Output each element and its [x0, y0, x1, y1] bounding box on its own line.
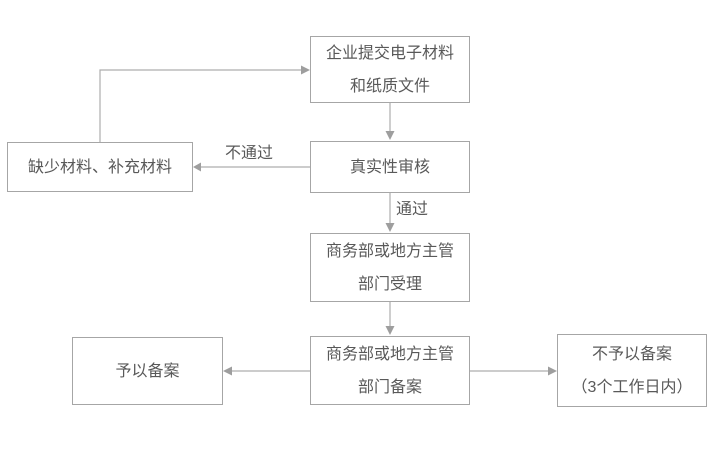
node-review-line1: 真实性审核 — [349, 158, 430, 176]
arrowhead-record-deny — [548, 366, 557, 376]
node-grant-filing: 予以备案 — [72, 337, 223, 405]
node-department-record: 商务部或地方主管 部门备案 — [310, 336, 470, 405]
arrowhead-record-grant — [223, 366, 232, 376]
arrowhead-review-accept — [385, 223, 395, 232]
node-accept-line1: 商务部或地方主管 — [325, 242, 454, 260]
arrowhead-submit-review — [385, 131, 395, 140]
node-submit-line2: 和纸质文件 — [349, 77, 430, 95]
edge-missing-submit — [99, 69, 301, 142]
node-deny-filing: 不予以备案 （3个工作日内） — [557, 334, 707, 407]
node-deny-line1: 不予以备案 — [591, 345, 672, 363]
arrowhead-accept-record — [385, 326, 395, 335]
node-record-line2: 部门备案 — [357, 378, 422, 396]
node-submit-line1: 企业提交电子材料 — [325, 44, 454, 62]
node-deny-line2: （3个工作日内） — [571, 378, 693, 396]
node-department-accept: 商务部或地方主管 部门受理 — [310, 233, 470, 302]
arrowhead-review-missing — [193, 162, 201, 172]
node-missing-line1: 缺少材料、补充材料 — [27, 158, 172, 176]
arrowhead-missing-submit — [301, 65, 310, 75]
node-grant-line1: 予以备案 — [115, 362, 180, 380]
node-record-line1: 商务部或地方主管 — [325, 345, 454, 363]
edge-label-not-passed: 不通过 — [216, 145, 282, 163]
edge-label-passed: 通过 — [396, 201, 429, 219]
node-submit-materials: 企业提交电子材料 和纸质文件 — [310, 36, 470, 103]
node-authenticity-review: 真实性审核 — [310, 141, 470, 193]
node-accept-line2: 部门受理 — [357, 275, 422, 293]
node-missing-materials: 缺少材料、补充材料 — [7, 142, 193, 192]
